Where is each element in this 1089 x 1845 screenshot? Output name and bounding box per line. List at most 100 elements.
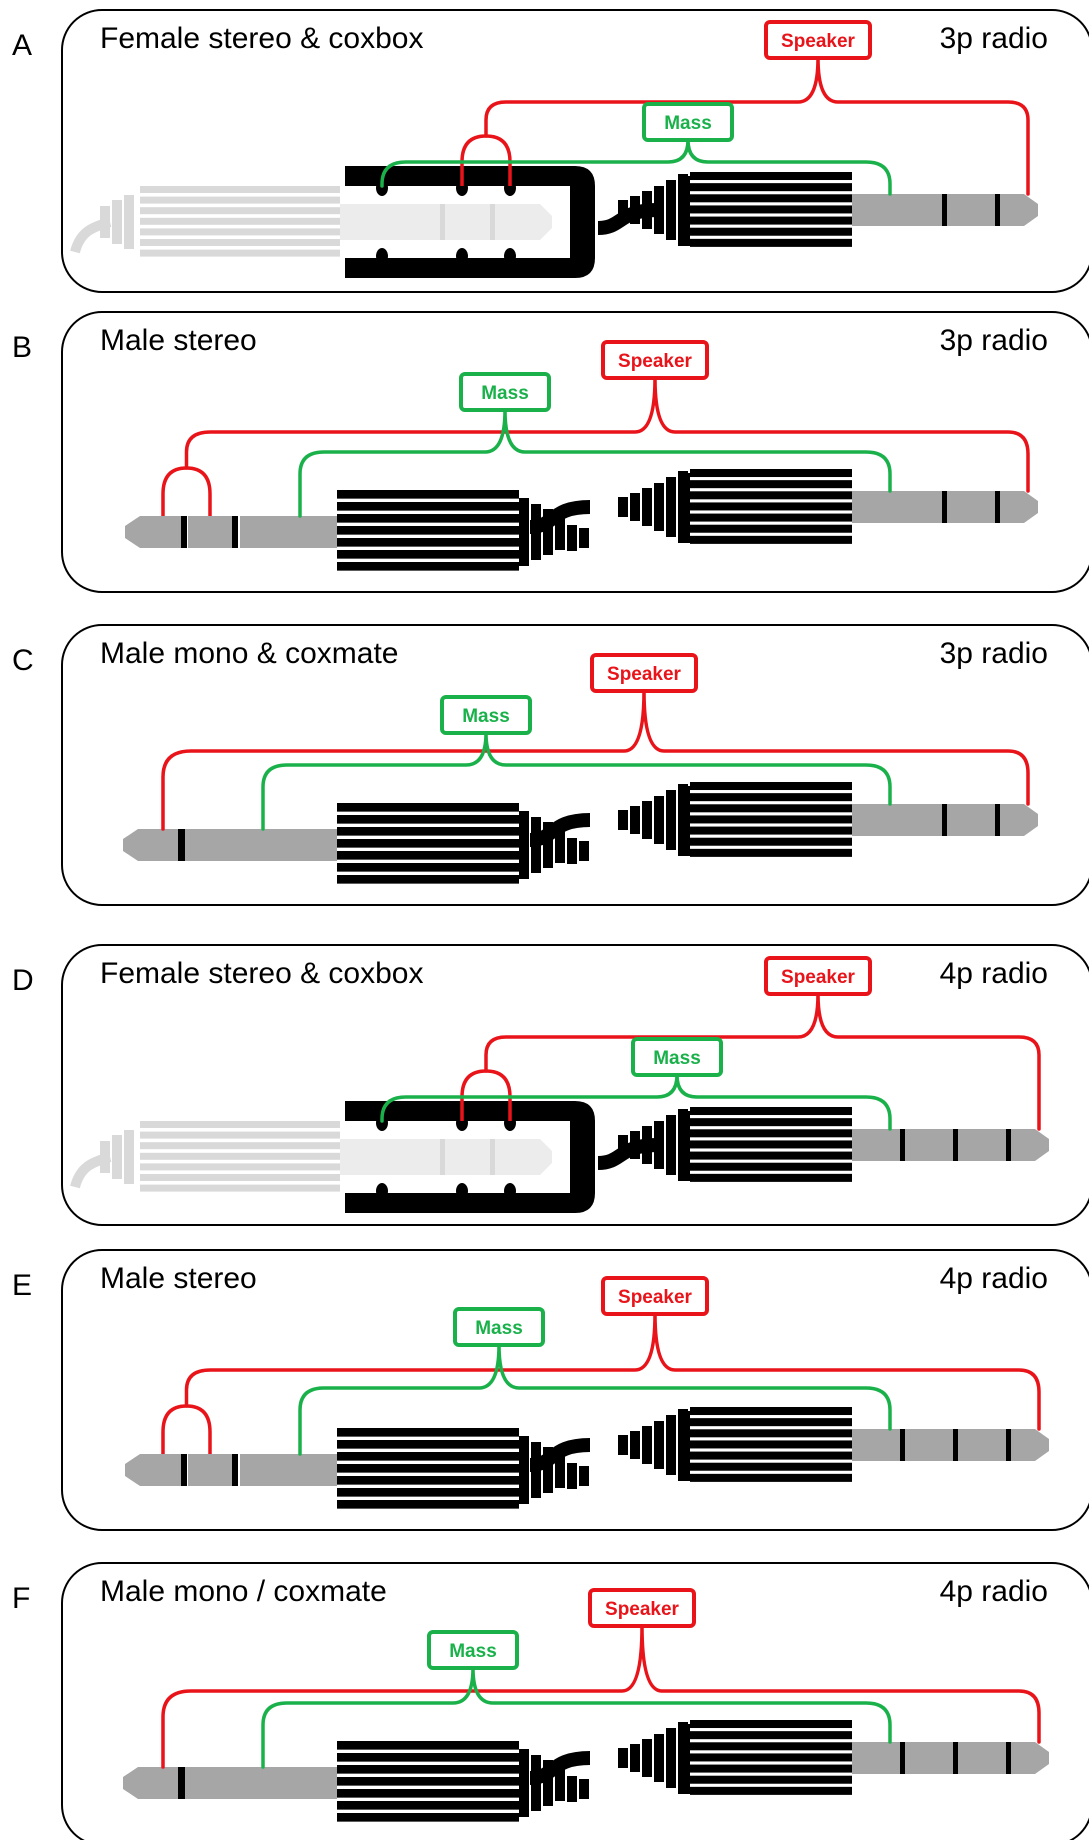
right-plug-insulator-ring xyxy=(900,1742,905,1774)
faded-body-stripe xyxy=(140,1184,340,1192)
left-plug-sleeve xyxy=(240,1454,337,1486)
left-plug-insulator-ring xyxy=(232,1454,238,1486)
socket-contact xyxy=(504,180,516,196)
right-relief-step xyxy=(654,1421,664,1469)
panel-title: Female stereo & coxbox xyxy=(100,22,423,55)
mass-wire xyxy=(380,138,892,196)
right-plug-insulator-ring xyxy=(953,1129,958,1161)
right-relief-step xyxy=(618,497,628,517)
right-body-stripe xyxy=(690,848,852,857)
right-body-stripe xyxy=(690,1407,852,1416)
left-relief-step xyxy=(567,1463,577,1489)
right-body-collar xyxy=(678,1411,690,1481)
left-body-stripe xyxy=(337,1753,519,1762)
right-plug-sleeve-segment xyxy=(905,1129,953,1161)
right-relief-step xyxy=(618,1135,628,1155)
left-relief-step xyxy=(555,1452,565,1488)
mass-label-box xyxy=(459,372,551,412)
left-plug-ring xyxy=(188,516,232,548)
left-relief-step xyxy=(579,528,589,548)
mass-label: Mass xyxy=(475,1318,523,1339)
right-relief-step xyxy=(654,483,664,531)
speaker-wire xyxy=(484,992,1041,1131)
left-plug-insulator-ring xyxy=(181,516,187,548)
left-plug-ring xyxy=(188,1454,232,1486)
left-body-collar xyxy=(519,811,529,879)
right-relief-step xyxy=(666,790,676,850)
speaker-wire xyxy=(484,56,1030,196)
panel-radio-label: 3p radio xyxy=(940,324,1048,357)
faded-relief-step xyxy=(124,1130,134,1184)
right-body-stripe xyxy=(690,238,852,247)
right-body-stripe xyxy=(690,1775,852,1784)
right-relief-step xyxy=(630,196,640,224)
left-relief-step xyxy=(531,1755,541,1811)
right-plug-sleeve-segment xyxy=(852,1129,900,1161)
mass-label: Mass xyxy=(664,113,712,134)
right-relief-step xyxy=(642,1739,652,1777)
left-relief-step xyxy=(531,504,541,560)
faded-body-stripe xyxy=(140,1131,340,1139)
right-body-stripe xyxy=(690,1451,852,1460)
panel-radio-label: 4p radio xyxy=(940,1575,1048,1608)
faded-ring xyxy=(490,1139,495,1175)
mass-label-box xyxy=(631,1037,723,1077)
mass-label-box xyxy=(440,695,532,735)
panel-border xyxy=(61,1249,1089,1531)
right-relief-step xyxy=(654,1734,664,1782)
left-body-stripe xyxy=(337,1464,519,1473)
left-relief-step xyxy=(579,1779,589,1799)
right-relief-step xyxy=(642,191,652,229)
left-plug-tip xyxy=(125,516,181,548)
mass-label: Mass xyxy=(449,1641,497,1662)
right-plug-sleeve-segment xyxy=(947,804,995,836)
left-body-stripe xyxy=(337,875,519,884)
right-body-collar xyxy=(678,176,690,246)
left-body-stripe xyxy=(337,803,519,812)
left-relief-step xyxy=(531,817,541,873)
mass-label: Mass xyxy=(462,706,510,727)
right-plug-insulator-ring xyxy=(953,1742,958,1774)
panel-border xyxy=(61,9,1089,293)
panel-letter: F xyxy=(12,1582,30,1615)
panel-radio-label: 3p radio xyxy=(940,637,1048,670)
right-plug-insulator-ring xyxy=(942,804,947,836)
speaker-label-box xyxy=(764,20,872,60)
faded-body-stripe xyxy=(140,1152,340,1160)
right-relief-step xyxy=(618,1435,628,1455)
left-plug-insulator-ring xyxy=(178,1767,185,1799)
socket-contact xyxy=(376,180,388,196)
panel-title: Male stereo xyxy=(100,324,257,357)
panel-border xyxy=(61,1562,1089,1845)
left-body-stripe xyxy=(337,1765,519,1774)
left-body-stripe xyxy=(337,1741,519,1750)
right-body-stripe xyxy=(690,469,852,478)
faded-body-stripe xyxy=(140,1163,340,1171)
faded-tip xyxy=(525,1139,552,1175)
mass-label: Mass xyxy=(481,383,529,404)
right-plug-sleeve-segment xyxy=(947,194,995,226)
left-body-stripe xyxy=(337,863,519,872)
right-body-stripe xyxy=(690,502,852,511)
socket-contact xyxy=(456,1183,468,1199)
right-body-stripe xyxy=(690,837,852,846)
left-relief-step xyxy=(579,1466,589,1486)
mass-wire xyxy=(298,1343,892,1456)
left-plug-sleeve xyxy=(185,829,337,861)
right-body-stripe xyxy=(690,1418,852,1427)
right-relief-step xyxy=(642,1426,652,1464)
right-relief-step xyxy=(666,1115,676,1175)
panel-letter: C xyxy=(12,644,34,677)
right-relief-step xyxy=(630,1131,640,1159)
left-body-collar xyxy=(519,1749,529,1817)
right-body-stripe xyxy=(690,1731,852,1740)
left-plug-insulator-ring xyxy=(178,829,185,861)
faded-relief-step xyxy=(112,200,122,244)
right-plug-tip xyxy=(1011,1429,1049,1461)
left-plug-insulator-ring xyxy=(232,516,238,548)
left-relief-step xyxy=(555,1765,565,1801)
right-body-stripe xyxy=(690,1742,852,1751)
